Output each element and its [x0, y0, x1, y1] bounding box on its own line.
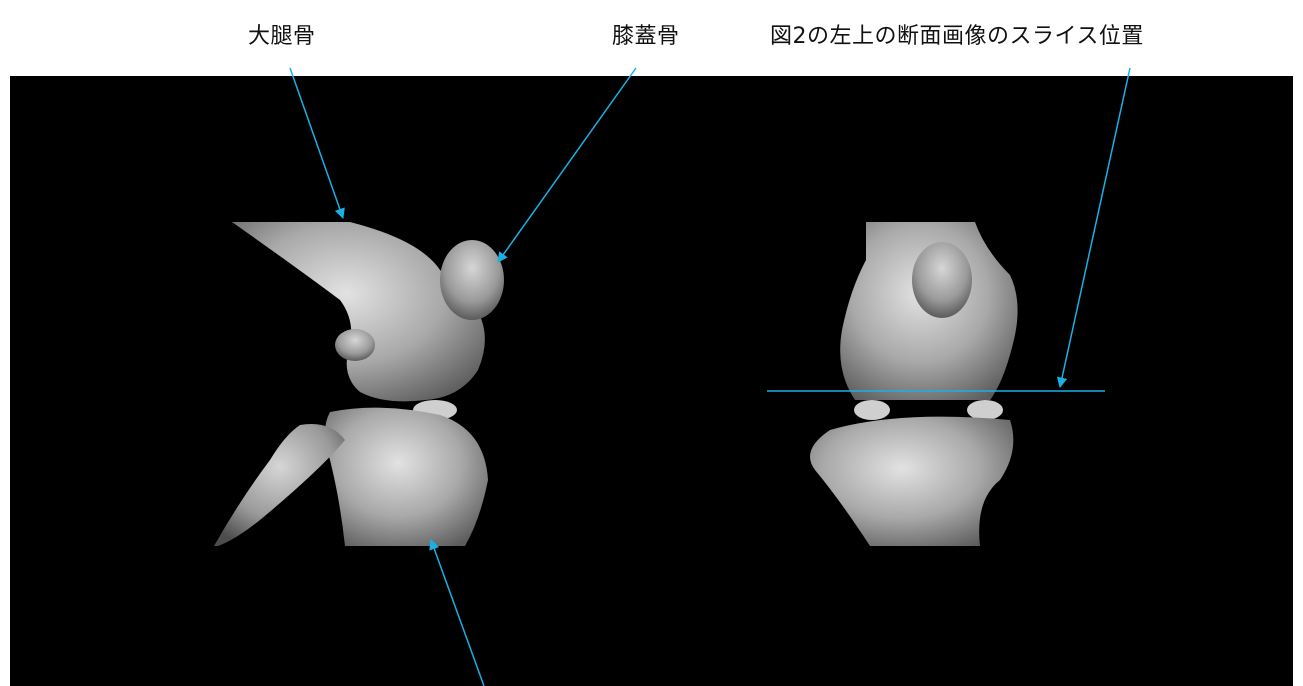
patella-lateral: [440, 240, 504, 320]
knee-lateral-view: [214, 222, 504, 546]
tibia-lateral: [325, 407, 488, 546]
slice-position-pointer-arrow: [1056, 67, 1131, 389]
ct-volume-render-panel: [10, 76, 1293, 686]
knee-frontal-view: [810, 222, 1018, 546]
tibia-frontal: [810, 416, 1014, 546]
femur-shaft-lateral: [232, 222, 485, 402]
patella-frontal: [912, 242, 972, 318]
fibula-lateral: [214, 424, 345, 546]
femur-pointer-arrow: [289, 67, 345, 219]
femur-label: 大腿骨: [248, 24, 316, 49]
slice-position-label: 図2の左上の断面画像のスライス位置: [770, 24, 1144, 49]
patella-pointer-arrow: [497, 67, 637, 263]
patella-label: 膝蓋骨: [612, 24, 680, 49]
meniscus-right-frontal: [967, 400, 1003, 420]
tibia-pointer-arrow: [429, 539, 485, 686]
meniscus-left-frontal: [854, 400, 890, 420]
fibula-head-lateral: [335, 329, 375, 361]
